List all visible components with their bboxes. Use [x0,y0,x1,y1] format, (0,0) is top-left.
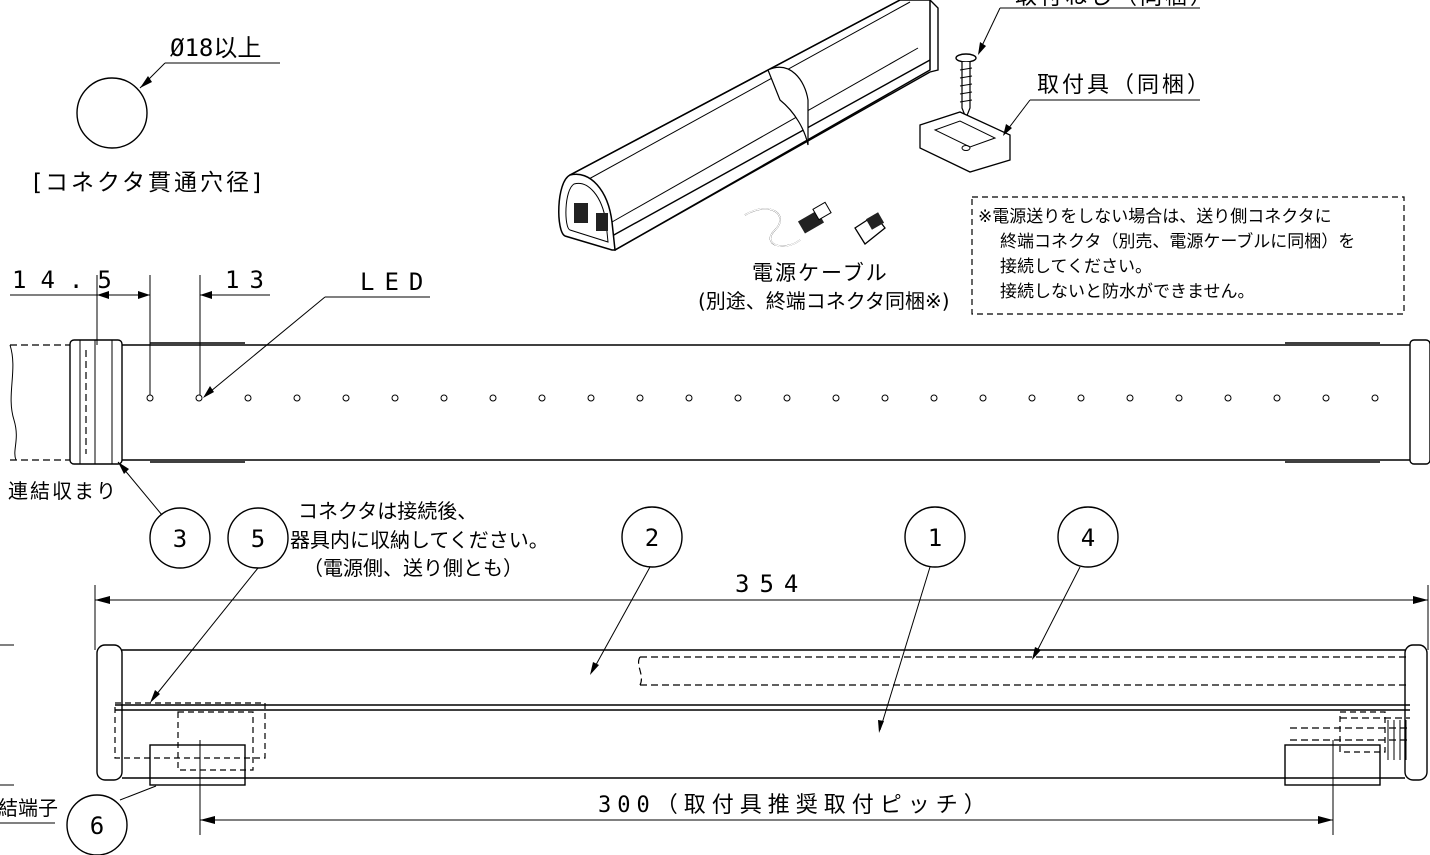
led-dot [1273,394,1281,402]
led-dot [1371,394,1379,402]
led-dot [440,394,448,402]
connector-note-3: （電源側、送り側とも） [303,556,523,580]
led-dot [1322,394,1330,402]
callout-1: 1 [904,506,966,568]
led-dot [832,394,840,402]
renketsu-label: 連結収まり [8,479,118,503]
cable-illustration: 電源ケーブル (別途、終端コネクタ同梱※) [698,201,950,313]
callout-2: 2 [621,506,683,568]
led-dot [979,394,987,402]
cable-label-line2: (別途、終端コネクタ同梱※) [698,289,950,313]
led-dot [195,394,203,402]
bracket-label: 取付具（同梱） [1037,73,1212,98]
side-view: 354 [94,570,1429,786]
led-dot [881,394,889,402]
led-dot [342,394,350,402]
top-view: 14.5 13 LED [9,266,1430,465]
svg-text:6: 6 [90,812,104,840]
led-dot [930,394,938,402]
fixture-illustration [558,0,939,252]
led-dot [1224,394,1232,402]
note-box: ※電源送りをしない場合は、送り側コネクタに 終端コネクタ（別売、電源ケーブルに同… [971,196,1405,315]
note-line-1: ※電源送りをしない場合は、送り側コネクタに [978,207,1332,227]
pitch-dimension: 300（取付具推奨取付ピッチ） [199,740,1334,835]
screw-illustration: 取付ねじ（同梱） [955,0,1215,120]
callout-3: 3 [149,507,211,569]
hole-diameter-detail: Ø18以上 [コネクタ貫通穴径] [33,34,280,196]
note-line-2: 終端コネクタ（別売、電源ケーブルに同梱）を [1000,231,1355,252]
dim-354: 354 [735,570,808,598]
led-dot [1077,394,1085,402]
led-dot [783,394,791,402]
hole-dimension-label: Ø18以上 [170,34,261,62]
led-dot [293,394,301,402]
led-dot [1028,394,1036,402]
svg-text:4: 4 [1081,524,1095,552]
led-dot [146,394,154,402]
led-dot [244,394,252,402]
led-dot [391,394,399,402]
led-dot [1126,394,1134,402]
dim-300: 300（取付具推奨取付ピッチ） [598,793,992,818]
dim-13: 13 [225,266,274,294]
callout-5: 5 [227,507,289,569]
note-line-3: 接続してください。 [1000,257,1152,277]
led-dot [538,394,546,402]
svg-text:2: 2 [645,524,659,552]
connector-note-2: 器具内に収納してください。 [290,528,549,552]
led-label: LED [360,268,433,296]
led-dot [489,394,497,402]
led-dot [734,394,742,402]
dim-14-5: 14.5 [12,266,126,294]
bracket-illustration: 取付具（同梱） [919,73,1212,173]
screw-label: 取付ねじ（同梱） [1015,0,1215,10]
hole-circle [76,77,148,149]
terminal-label: 結端子 [0,796,58,820]
cable-label-line1: 電源ケーブル [752,261,889,285]
led-dot [587,394,595,402]
svg-text:3: 3 [173,525,187,553]
connector-note-1: コネクタは接続後、 [298,499,477,523]
callout-6: 6 [66,794,128,855]
note-line-4: 接続しないと防水ができません。 [1000,282,1255,302]
led-dot [1175,394,1183,402]
callout-4: 4 [1057,506,1119,568]
svg-text:1: 1 [928,524,942,552]
hole-caption: [コネクタ貫通穴径] [33,170,264,196]
svg-text:5: 5 [251,525,265,553]
led-dot [636,394,644,402]
led-dot [685,394,693,402]
